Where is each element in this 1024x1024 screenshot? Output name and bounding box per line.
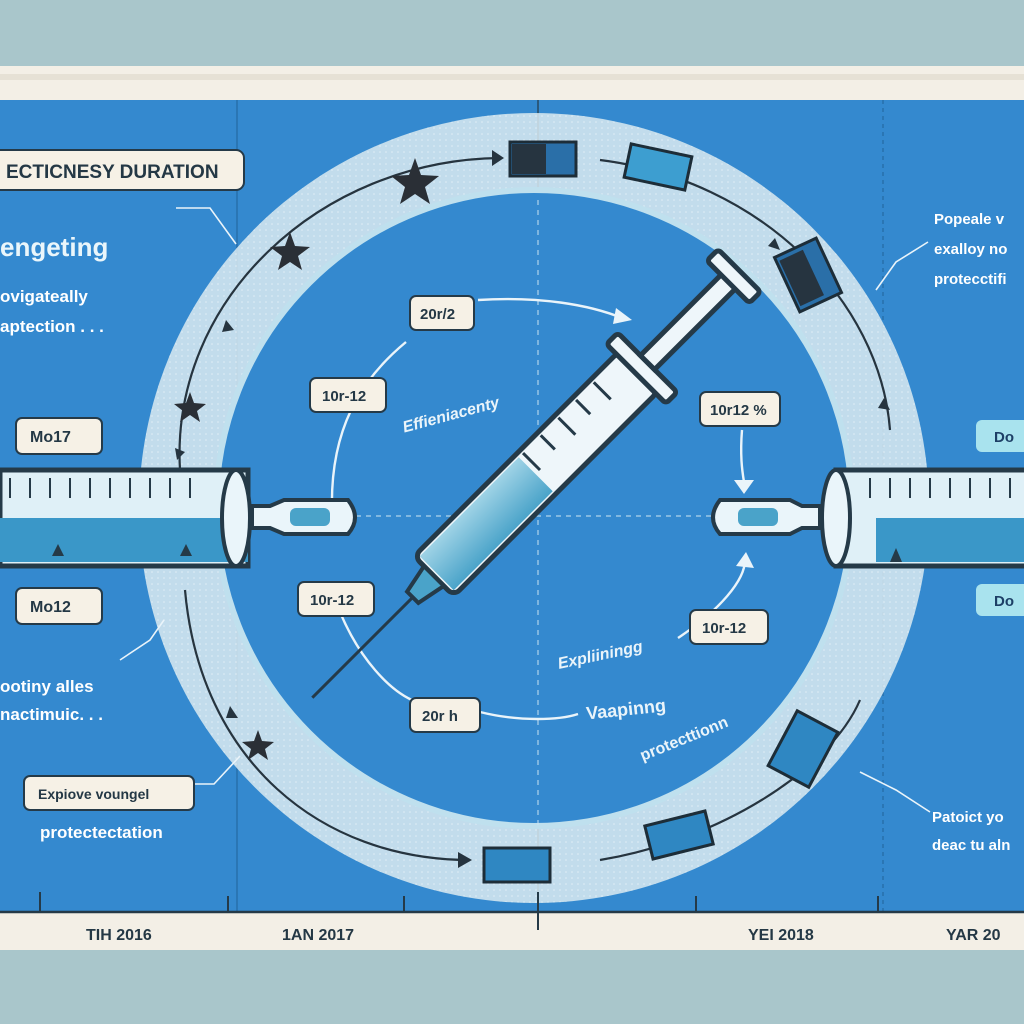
title-box [0, 149, 245, 191]
left-box-sub: protectectation [40, 823, 163, 842]
timeline-tick-label: TIH 2016 [86, 927, 152, 944]
right-tag-bottom: Do [994, 593, 1014, 610]
left-sub-line2: aptection . . . [0, 317, 104, 336]
center-syringe [311, 248, 762, 699]
label-bottom: 20r h [422, 708, 458, 725]
left-note-line1: ootiny alles [0, 677, 94, 696]
label-top: 20r/2 [420, 306, 455, 323]
label-lower-left-box [297, 581, 375, 617]
label-right: 10r12 % [710, 402, 767, 419]
timeline-tick-label: 1AN 2017 [282, 927, 354, 944]
label-bottom-box [409, 697, 481, 733]
left-box-label: Expiove voungel [38, 786, 149, 802]
right-text-line2: exalloy no [934, 241, 1007, 258]
right-note-line1: Patoict yo [932, 809, 1004, 826]
marker-top-box [15, 417, 103, 455]
label-lower-right-box [689, 609, 769, 645]
timeline [0, 892, 1024, 930]
label-lower-left: 10r-12 [310, 592, 354, 609]
right-text-line1: Popeale v [934, 211, 1005, 228]
left-syringe [0, 467, 357, 569]
marker-bottom: Mo12 [30, 599, 71, 616]
left-note-line2: nactimuic. . . [0, 705, 103, 724]
right-tag-bottom-box [976, 584, 1024, 616]
marker-top: Mo17 [30, 429, 71, 446]
right-syringe [711, 467, 1024, 569]
label-upper-left-box [309, 377, 387, 413]
right-text-line3: protecctifi [934, 271, 1007, 288]
star-markers [174, 158, 439, 760]
label-lower-right: 10r-12 [702, 620, 746, 637]
left-heading: engeting [0, 232, 108, 262]
timeline-tick-label: YEI 2018 [748, 927, 814, 944]
label-right-box [699, 391, 781, 427]
label-top-box [409, 295, 475, 331]
left-box [23, 775, 195, 811]
marker-bottom-box [15, 587, 103, 625]
left-sub-line1: ovigateally [0, 287, 88, 306]
ring-vials [482, 140, 844, 884]
title-text: ECTICNESY DURATION [6, 162, 219, 183]
timeline-tick-label: YAR 20 [946, 927, 1001, 944]
label-upper-left: 10r-12 [322, 388, 366, 405]
right-tag-top-box [976, 420, 1024, 452]
right-tag-top: Do [994, 429, 1014, 446]
right-note-line2: deac tu aln [932, 837, 1010, 854]
